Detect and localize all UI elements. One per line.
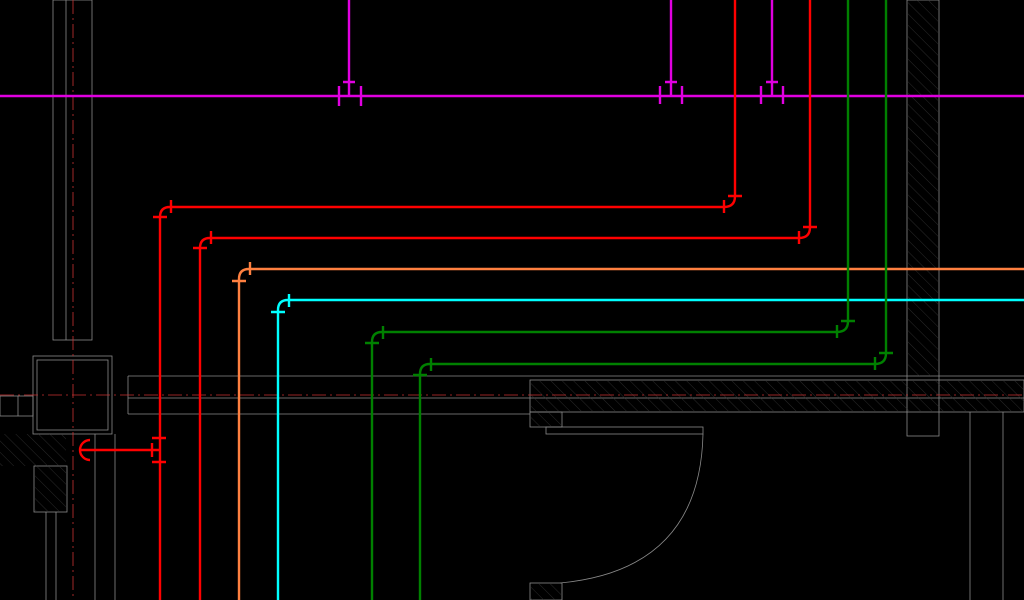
fitting-red-2-elbow-a [797,225,817,244]
fitting-red-1-elbow-a [722,194,742,213]
fitting-magenta-tee-1 [337,80,363,106]
pipe-red-1-group [153,0,742,600]
fitting-red-1-elbow-b [153,200,173,219]
pipe-red-branch-group [78,436,166,464]
door-head [545,426,704,435]
door-swing-arc [559,433,704,584]
pipe-red-branch-hook [78,438,91,462]
fitting-green-1-elbow-b [365,326,385,345]
fitting-orange-elbow [232,262,252,283]
hatch-door-jamb [531,584,561,600]
hatch-wall-right-sill [531,413,561,426]
door-jamb-bottom [529,582,563,600]
fitting-magenta-tee-2 [658,80,684,104]
pipe-green-1-group [365,0,855,600]
wall-right-block [529,379,1024,413]
pipe-green-2-route [418,0,888,600]
fitting-red-2-elbow-b [193,231,213,250]
column-left-top [52,0,93,341]
pipe-orange-group [232,262,1024,600]
pipe-cyan-group [271,294,1024,600]
hatch-left-column [35,467,66,511]
pipe-orange-route [237,267,1024,600]
fitting-magenta-tee-3 [759,80,785,104]
pipe-red-2-group [193,0,817,600]
fitting-cyan-elbow [271,294,291,314]
wall-stub-left [0,395,34,417]
fitting-green-1-elbow-a [835,319,855,338]
fitting-red-branch-tee [150,436,166,464]
pipe-red-2-route [198,0,812,600]
hatch-wall-right-block [531,381,1024,411]
wall-right-vertical [906,0,940,437]
fitting-green-2-elbow-b [413,358,433,377]
pipe-green-2-group [413,0,893,600]
pipe-red-1-route [158,0,737,600]
pipe-magenta-group [0,0,1024,106]
hatch-wall-right-vertical [908,0,938,376]
fitting-green-2-elbow-a [873,351,893,370]
hatch-left-wall [0,434,66,466]
pipe-green-1-route [370,0,850,600]
